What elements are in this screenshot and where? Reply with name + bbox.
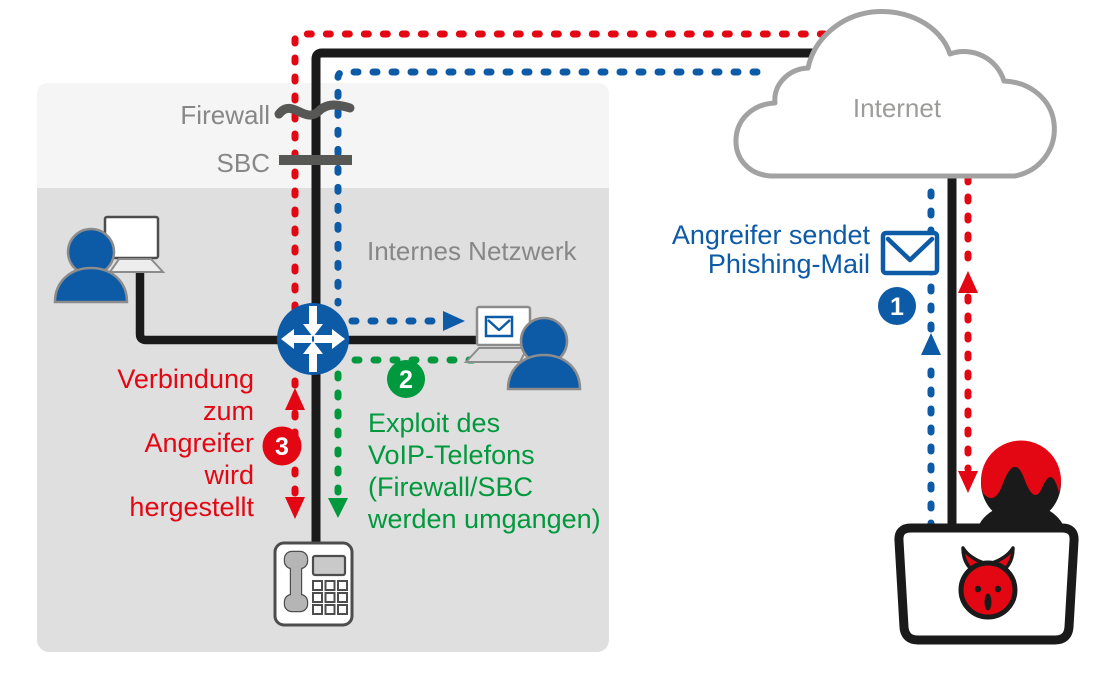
step-1-label-line: Angreifer sendet: [671, 220, 870, 250]
firewall-barrier-icon: [274, 100, 355, 120]
user-body-icon: [506, 353, 582, 391]
step-3-badge: 3: [262, 426, 302, 466]
step-1-label-line: Phishing-Mail: [707, 249, 870, 279]
red-arrow-up-icon: [285, 388, 305, 410]
user-body-icon: [53, 266, 129, 304]
step-3-label-line: wird: [204, 460, 254, 490]
internet-label: Internet: [852, 93, 942, 123]
victim-user: [463, 305, 582, 391]
voip-phone-icon: [273, 541, 354, 627]
step-3-label-line: Angreifer: [144, 428, 254, 458]
step-3-number: 3: [275, 433, 289, 461]
phone-keypad: [312, 580, 348, 615]
network-cabling: [135, 48, 957, 545]
step-2-label-line: (Firewall/SBC: [368, 472, 534, 502]
step-2-label-line: VoIP-Telefons: [368, 440, 535, 470]
exploit-path: [328, 356, 477, 518]
step-3-label-line: Verbindung: [117, 364, 254, 394]
lan-line: [135, 270, 505, 345]
perimeter-zone-band: [37, 83, 609, 188]
employee-user: [53, 215, 166, 304]
laptop-base-icon: [108, 258, 166, 273]
router-arrows: [281, 306, 345, 372]
blue-arrow-right-icon: [443, 311, 465, 331]
step-2-label-line: werden umgangen): [368, 504, 601, 534]
step-2-label: Exploit des VoIP-Telefons (Firewall/SBC …: [368, 407, 601, 535]
attacker: [894, 440, 1079, 645]
red-arrow-up-right-icon: [958, 271, 978, 293]
handset-icon: [285, 552, 307, 611]
step-3-label-line: hergestellt: [129, 492, 254, 522]
internal-network-label: Internes Netzwerk: [367, 236, 577, 266]
step-1-label: Angreifer sendet Phishing-Mail: [672, 221, 870, 279]
devil-face-icon: [958, 546, 1018, 620]
step-3-label-line: zum: [202, 396, 254, 426]
mail-on-screen-icon: [484, 315, 514, 338]
red-path-up-and-top: [291, 30, 884, 389]
step-1-number: 1: [890, 293, 904, 321]
sbc-label: SBC: [216, 148, 270, 178]
wan-line-left: [311, 48, 845, 545]
blue-path-top: [334, 68, 761, 307]
mail-flap: [487, 319, 511, 332]
step-2-number: 2: [399, 366, 413, 394]
red-arrow-down-icon: [285, 497, 305, 519]
step-2-label-line: Exploit des: [368, 408, 501, 438]
router-body: [277, 303, 349, 375]
firewall-label: Firewall: [180, 100, 270, 130]
step-2-badge: 2: [387, 360, 425, 398]
red-arrow-down-right-icon: [958, 471, 978, 493]
phishing-mail-envelope-icon: [880, 230, 940, 276]
blue-arrow-up-icon: [921, 333, 941, 355]
green-arrow-down-icon: [328, 498, 348, 518]
phone-display: [311, 554, 347, 577]
step-3-label: Verbindung zum Angreifer wird hergestell…: [117, 363, 254, 523]
step-1-badge: 1: [878, 287, 916, 325]
router-icon: [277, 303, 349, 375]
internet-cloud-icon: [733, 8, 1057, 179]
attacker-red-hair-icon: [981, 440, 1061, 499]
